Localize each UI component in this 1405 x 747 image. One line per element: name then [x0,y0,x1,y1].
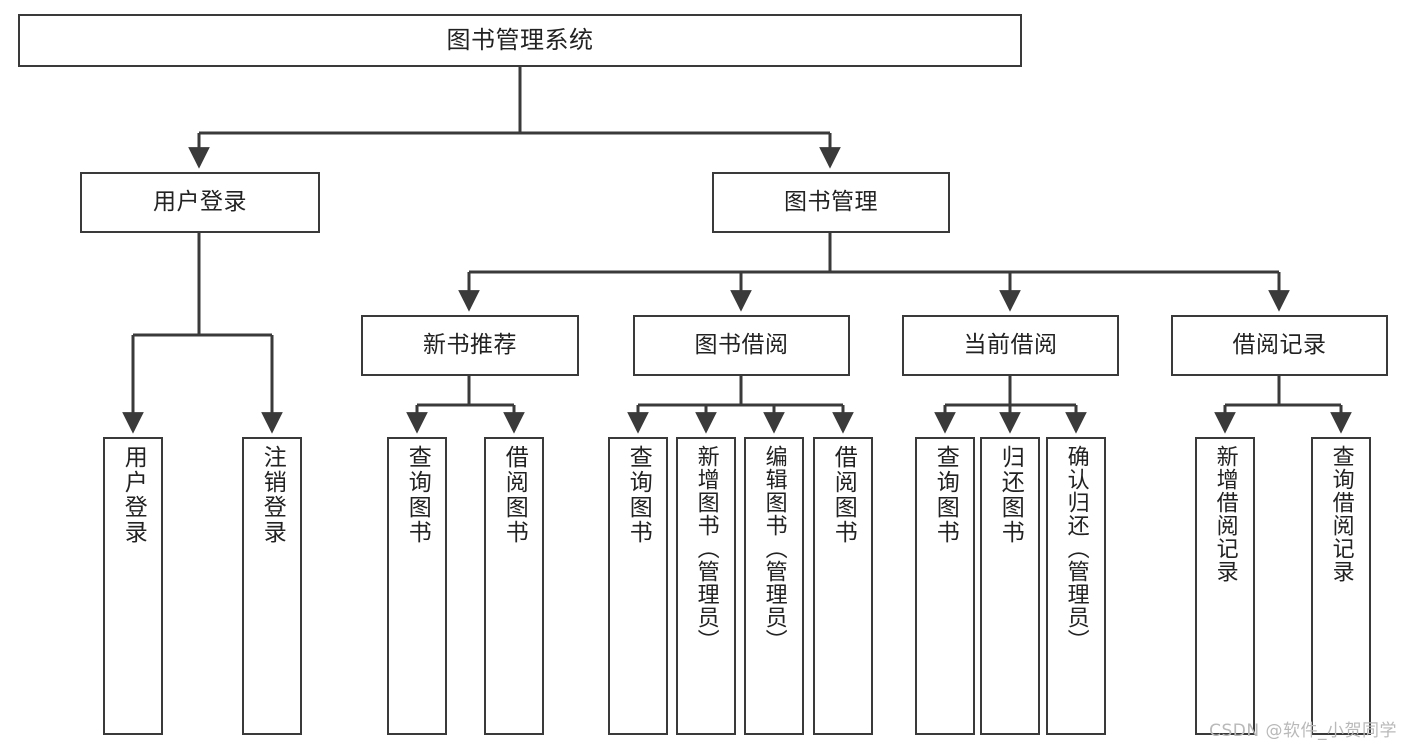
node-new-book-recommend[interactable]: 新书推荐 [361,315,579,376]
leaf-confirm-return-label: 确认归还（管理员） [1063,445,1089,652]
leaf-add-record-label: 新增借阅记录 [1212,445,1238,583]
node-user-login[interactable]: 用户登录 [80,172,320,233]
leaf-confirm-return[interactable]: 确认归还（管理员） [1046,437,1106,735]
leaf-query-book-2-label: 查询图书 [625,445,652,545]
csdn-watermark: CSDN @软件_小贺同学 [1209,721,1397,741]
node-root-system-label: 图书管理系统 [446,25,594,54]
leaf-logout[interactable]: 注销登录 [242,437,302,735]
leaf-user-login[interactable]: 用户登录 [103,437,163,735]
node-user-login-label: 用户登录 [153,189,247,216]
leaf-query-record-label: 查询借阅记录 [1328,445,1354,583]
leaf-query-book-3[interactable]: 查询图书 [915,437,975,735]
leaf-return-book-label: 归还图书 [997,445,1024,545]
leaf-query-book-2[interactable]: 查询图书 [608,437,668,735]
leaf-logout-label: 注销登录 [259,445,286,545]
node-book-borrow[interactable]: 图书借阅 [633,315,850,376]
node-current-borrow[interactable]: 当前借阅 [902,315,1119,376]
leaf-user-login-label: 用户登录 [120,445,147,545]
node-root-system[interactable]: 图书管理系统 [18,14,1022,67]
node-new-book-recommend-label: 新书推荐 [423,332,517,359]
leaf-edit-book[interactable]: 编辑图书（管理员） [744,437,804,735]
node-book-borrow-label: 图书借阅 [694,332,789,359]
leaf-query-record[interactable]: 查询借阅记录 [1311,437,1371,735]
node-borrow-record[interactable]: 借阅记录 [1171,315,1388,376]
leaf-return-book[interactable]: 归还图书 [980,437,1040,735]
node-borrow-record-label: 借阅记录 [1232,332,1327,359]
leaf-query-book-3-label: 查询图书 [932,445,959,545]
leaf-borrow-book-1[interactable]: 借阅图书 [484,437,544,735]
leaf-query-book-1-label: 查询图书 [404,445,431,545]
leaf-borrow-book-2[interactable]: 借阅图书 [813,437,873,735]
leaf-edit-book-label: 编辑图书（管理员） [761,445,787,652]
node-book-manage-label: 图书管理 [784,189,878,216]
leaf-borrow-book-1-label: 借阅图书 [501,445,528,545]
node-current-borrow-label: 当前借阅 [963,332,1058,359]
node-book-manage[interactable]: 图书管理 [712,172,950,233]
leaf-query-book-1[interactable]: 查询图书 [387,437,447,735]
leaf-add-book-label: 新增图书（管理员） [693,445,719,652]
leaf-add-book[interactable]: 新增图书（管理员） [676,437,736,735]
leaf-add-record[interactable]: 新增借阅记录 [1195,437,1255,735]
leaf-borrow-book-2-label: 借阅图书 [830,445,857,545]
